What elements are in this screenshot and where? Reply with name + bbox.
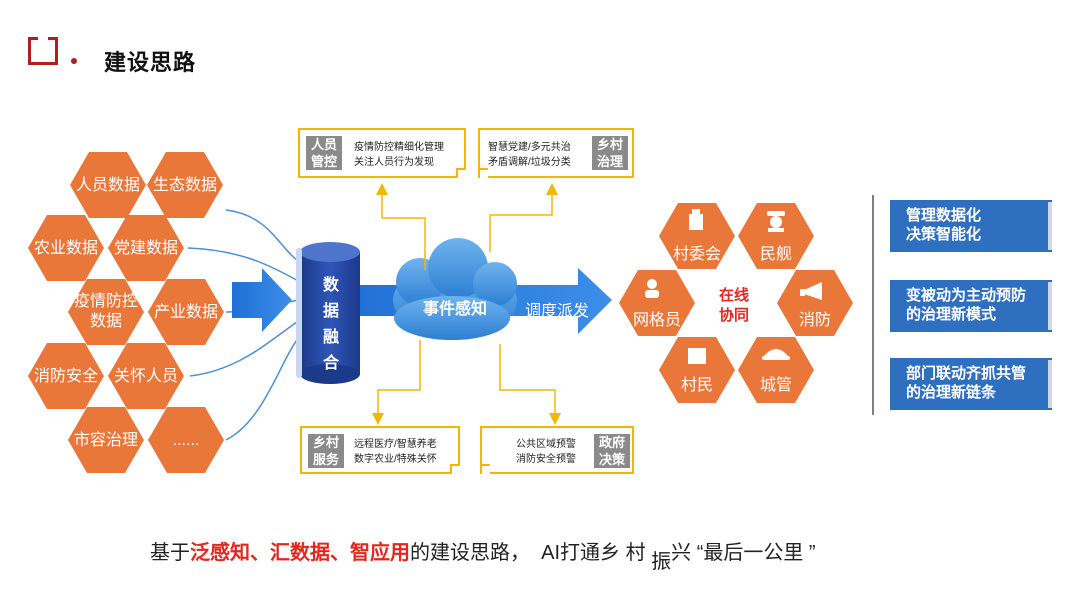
- hex-grid-worker: [619, 270, 695, 336]
- title-dot: [71, 58, 77, 64]
- title-bracket-icon: [28, 37, 58, 65]
- box-tag: 人员管控: [306, 136, 342, 170]
- hex-villager: [659, 337, 735, 403]
- cylinder-char: 数: [323, 275, 340, 294]
- box-corner: [480, 464, 490, 474]
- benefit-box-prevention: 变被动为主动预防的治理新模式: [890, 280, 1052, 332]
- right-hex-label: 网格员: [633, 311, 681, 329]
- left-hex-cluster: 人员数据 生态数据 农业数据 党建数据 疫情防控 数据 产业数据 消防安全 关怀…: [28, 152, 224, 473]
- hex-label: 产业数据: [154, 303, 218, 321]
- hex-label: 消防安全: [34, 367, 98, 385]
- hex-label: 生态数据: [153, 176, 217, 194]
- info-box-personnel: 人员管控 疫情防控精细化管理关注人员行为发现: [298, 128, 466, 178]
- box-text: 智慧党建/多元共治矛盾调解/垃圾分类: [488, 142, 571, 168]
- hex-label: 关怀人员: [114, 367, 178, 385]
- villager-icon: [688, 348, 706, 364]
- hex-more: [148, 407, 224, 473]
- box-corner: [450, 464, 460, 474]
- box-text: 远程医疗/智慧养老数字农业/特殊关怀: [354, 439, 437, 465]
- hex-village-committee: [659, 203, 735, 269]
- box-shadow: [1048, 360, 1052, 408]
- center-label: 在线: [719, 286, 749, 304]
- building-icon: [689, 209, 703, 230]
- benefit-box-linkage: 部门联动齐抓共管的治理新链条: [890, 358, 1052, 410]
- box-corner: [478, 168, 488, 178]
- hex-label: 农业数据: [34, 239, 98, 257]
- hex-label: 疫情防控: [74, 292, 138, 310]
- right-hex-label: 城管: [760, 376, 792, 394]
- hex-agriculture: [28, 215, 104, 281]
- hex-party: [108, 215, 184, 281]
- box-text: 公共区域预警消防安全预警: [516, 439, 576, 465]
- hex-label: 市容治理: [74, 431, 138, 449]
- box-corner: [456, 168, 466, 178]
- hex-label: 数据: [90, 312, 122, 330]
- hex-label: ......: [173, 432, 200, 449]
- page-title: 建设思路: [104, 50, 197, 75]
- right-hex-label: 消防: [799, 311, 831, 329]
- right-hex-cluster: [619, 203, 853, 403]
- right-hex-label: 民舰: [760, 245, 792, 263]
- hex-city: [68, 407, 144, 473]
- cap-icon: [762, 349, 790, 360]
- megaphone-icon: [800, 282, 822, 300]
- info-box-service: 乡村服务 远程医疗/智慧养老数字农业/特殊关怀: [300, 426, 460, 474]
- info-box-governance: 智慧党建/多元共治矛盾调解/垃圾分类 乡村治理: [478, 128, 634, 178]
- box-tag: 政府决策: [594, 434, 630, 468]
- cylinder-char: 融: [323, 328, 339, 346]
- hex-label: 人员数据: [76, 176, 140, 194]
- hex-center: [696, 270, 772, 336]
- cylinder-char: 据: [323, 301, 339, 320]
- police-officer-icon: [767, 211, 785, 232]
- box-text: 疫情防控精细化管理关注人员行为发现: [354, 142, 444, 168]
- left-blue-arrow: [232, 268, 292, 332]
- arrow-label: 调度派发: [525, 302, 589, 320]
- hex-care: [108, 343, 184, 409]
- right-hex-label: 村民: [681, 376, 713, 394]
- box-tag: 乡村治理: [592, 136, 628, 170]
- data-fusion-cylinder: [296, 242, 360, 384]
- hex-urban-mgmt: [738, 337, 814, 403]
- hex-police: [738, 203, 814, 269]
- info-box-decision: 公共区域预警消防安全预警 政府决策: [480, 426, 634, 474]
- hex-fire: [28, 343, 104, 409]
- right-hex-label: 村委会: [673, 245, 721, 263]
- box-shadow: [1048, 202, 1052, 250]
- box-tag: 乡村服务: [308, 434, 344, 468]
- center-label: 协同: [719, 306, 749, 324]
- yellow-connectors: [372, 183, 561, 425]
- footer-caption: 基于泛感知、汇数据、智应用的建设思路， AI打通乡 村 振兴 “最后一公里 ”: [150, 542, 816, 573]
- grid-worker-icon: [645, 279, 659, 298]
- box-shadow: [1048, 282, 1052, 330]
- hex-ecology: [147, 152, 223, 218]
- hex-personnel: [70, 152, 146, 218]
- cylinder-char: 合: [323, 353, 340, 372]
- cloud-shape: [393, 238, 517, 340]
- hex-epidemic: [68, 279, 144, 345]
- hex-fire-dept: [777, 270, 853, 336]
- hex-label: 党建数据: [114, 239, 178, 257]
- cloud-label: 事件感知: [423, 299, 487, 318]
- divider-line: [872, 195, 874, 415]
- hex-industry: [148, 279, 224, 345]
- benefit-box-data: 管理数据化决策智能化: [890, 200, 1052, 252]
